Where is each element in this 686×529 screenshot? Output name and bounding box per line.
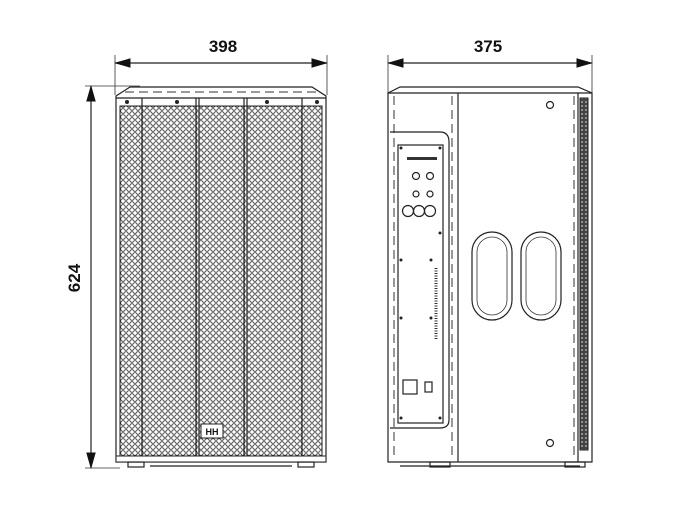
handle-left [471, 231, 513, 321]
logo-text: HH [206, 427, 219, 437]
amplifier-panel [397, 144, 444, 424]
foot [429, 461, 451, 468]
power-switch [424, 381, 433, 393]
logo-badge [200, 423, 224, 439]
side-grille-strip [579, 97, 589, 451]
rigging-point [545, 100, 555, 110]
rigging-point [545, 438, 555, 448]
handle-right [520, 231, 562, 321]
front-width-dimension: 398 [113, 37, 329, 95]
height-label: 624 [65, 263, 84, 292]
side-view [387, 86, 593, 468]
front-view: HH [115, 86, 327, 468]
foot [564, 461, 586, 468]
height-dimension: 624 [65, 84, 140, 470]
front-width-label: 398 [209, 37, 237, 56]
amp-panel-recess [390, 131, 450, 429]
foot [297, 461, 315, 468]
side-depth-dimension: 375 [386, 37, 594, 95]
front-grille [119, 105, 323, 457]
foot [127, 461, 145, 468]
side-depth-label: 375 [474, 37, 502, 56]
control-knobs [401, 157, 437, 218]
power-inlet [402, 379, 418, 395]
